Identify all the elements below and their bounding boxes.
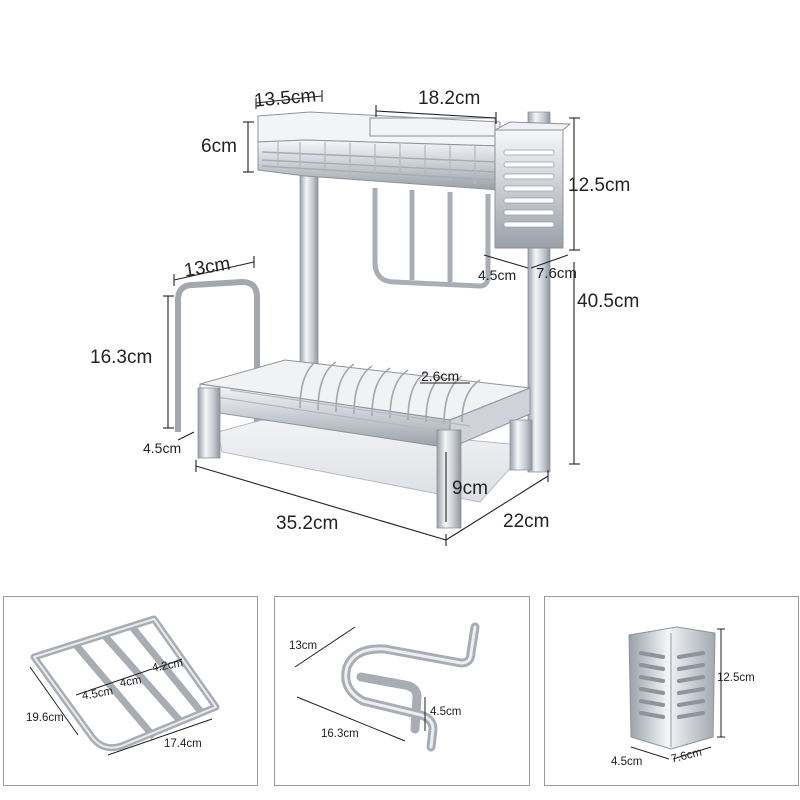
dim-hook-height: 4.5cm	[430, 706, 462, 718]
dim-leg-height: 9cm	[452, 478, 488, 499]
detail-panel-towel-hook: 13cm 16.3cm 4.5cm	[274, 596, 530, 786]
dim-total-depth: 22cm	[503, 511, 550, 532]
legs	[197, 387, 533, 529]
dim-total-width: 35.2cm	[276, 513, 339, 534]
top-shelf	[257, 111, 501, 191]
cutlery-holder	[494, 121, 572, 249]
dim-cup-holder-width: 7.6cm	[536, 265, 577, 282]
dim-dish-slot-gap: 2.6cm	[421, 368, 460, 384]
dim-holder-height: 19.6cm	[26, 712, 64, 724]
dim-hook-width: 16.3cm	[321, 728, 359, 740]
dim-hook-depth: 13cm	[289, 640, 318, 652]
hanging-loops	[372, 188, 491, 289]
dim-top-shelf-width: 18.2cm	[418, 88, 481, 109]
back-post	[299, 171, 319, 373]
dim-board-holder-height: 16.3cm	[90, 347, 153, 368]
dimension-lines	[163, 90, 580, 546]
towel-hook-illustration	[294, 622, 480, 752]
dim-holder-width: 17.4cm	[164, 738, 202, 750]
board-holder-frame-illustration	[29, 615, 220, 756]
dim-cup-holder-depth: 4.5cm	[478, 267, 517, 283]
dish-basket	[199, 359, 531, 449]
dim-cup-depth: 4.5cm	[611, 756, 643, 768]
dim-board-holder-depth: 4.5cm	[143, 440, 182, 456]
cutlery-holder-detail-illustration	[628, 626, 725, 760]
detail-panel-board-holder: 4.5cm 4cm 4.2cm 19.6cm 17.4cm	[3, 596, 258, 786]
dim-top-shelf-height: 6cm	[201, 136, 237, 157]
dim-cup-height: 12.5cm	[717, 672, 755, 684]
detail-panel-cutlery-holder: 12.5cm 4.5cm 7.6cm	[544, 596, 799, 786]
dish-rack-illustration	[163, 90, 580, 546]
dim-top-shelf-depth: 13.5cm	[253, 85, 318, 112]
board-holder	[175, 279, 260, 432]
dim-cup-holder-height: 12.5cm	[568, 175, 631, 196]
dim-total-height: 40.5cm	[577, 291, 640, 312]
